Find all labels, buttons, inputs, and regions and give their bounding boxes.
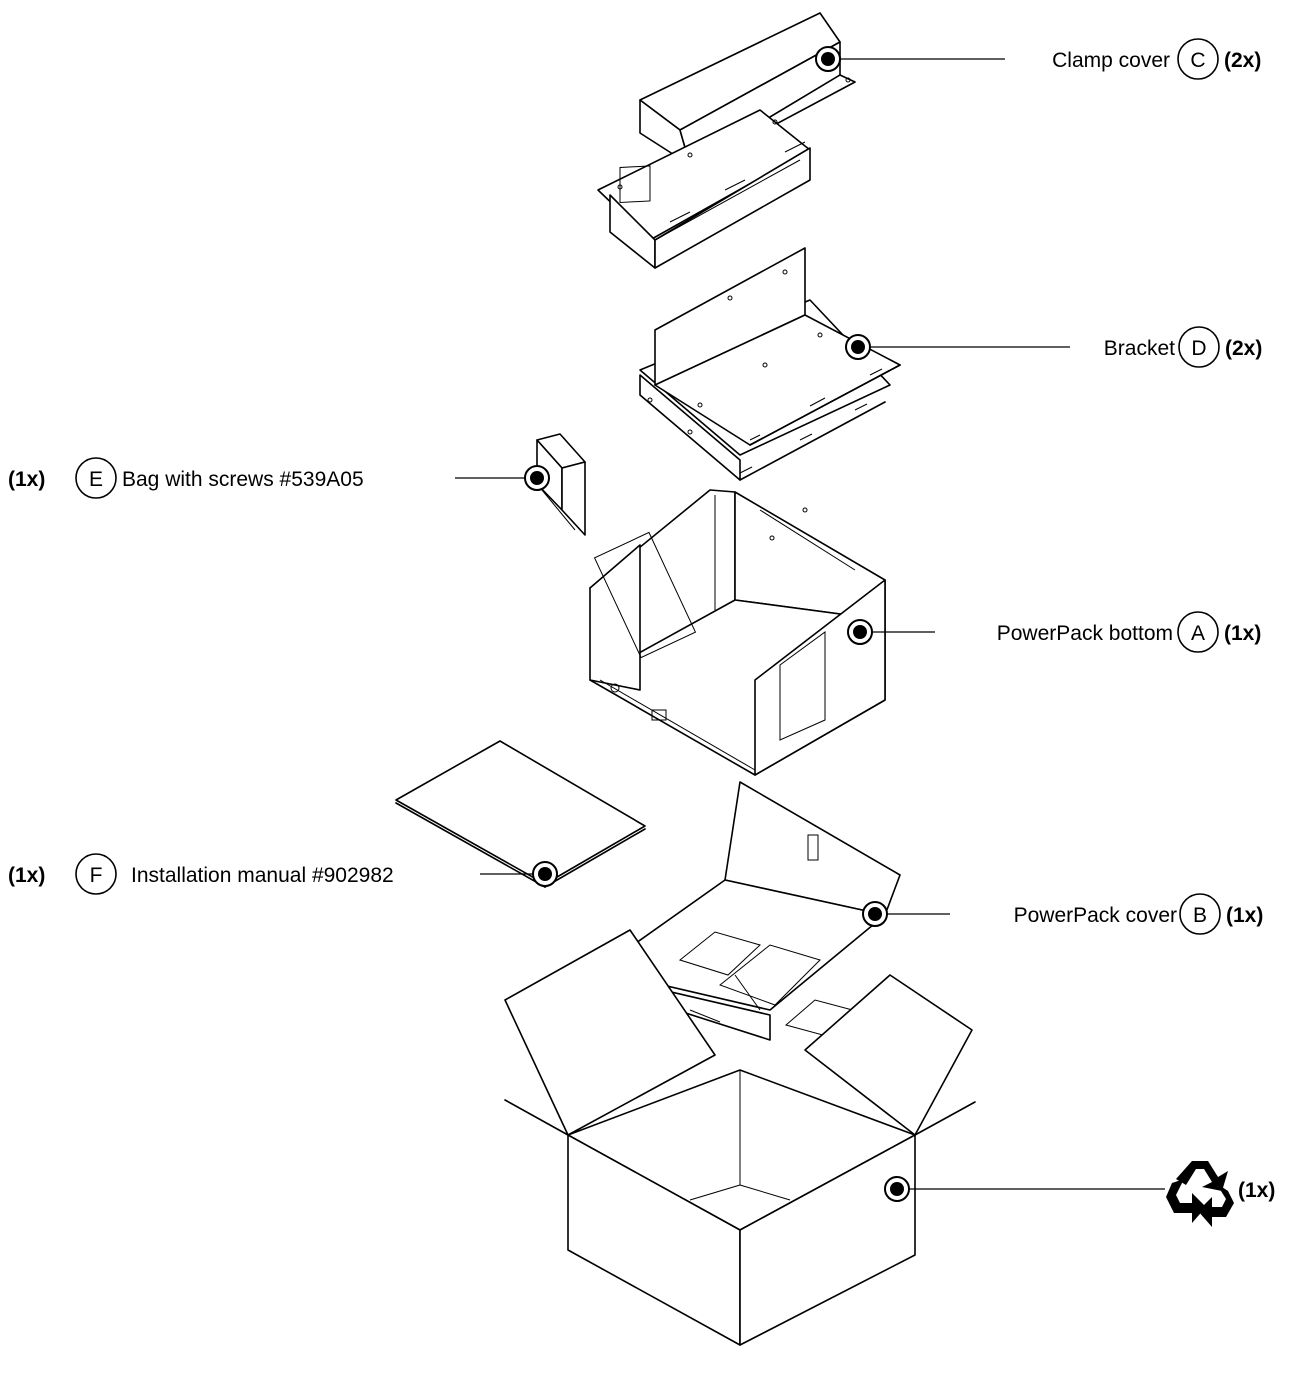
clamp-cover-drawing xyxy=(597,12,856,269)
bracket-letter-circle xyxy=(1178,326,1220,368)
powerpack-cover-qty: (1x) xyxy=(1226,904,1263,927)
label-bag-screws: (1x) E Bag with screws #539A05 xyxy=(8,457,364,499)
clamp-cover-letter: C xyxy=(1190,49,1205,72)
powerpack-cover-letter-circle xyxy=(1179,893,1221,935)
bracket-drawing xyxy=(639,247,901,481)
powerpack-cover-letter: B xyxy=(1193,904,1207,927)
bag-screws-letter-circle xyxy=(75,457,117,499)
callout-markers xyxy=(524,46,910,1202)
label-installation-manual: (1x) F Installation manual #902982 xyxy=(8,853,394,895)
powerpack-bottom-letter-circle xyxy=(1177,611,1219,653)
installation-manual-letter-circle xyxy=(75,853,117,895)
powerpack-cover-drawing xyxy=(597,781,901,1041)
installation-manual-name: Installation manual #902982 xyxy=(131,864,394,887)
bracket-name: Bracket xyxy=(1104,337,1175,360)
bag-screws-letter: E xyxy=(89,468,103,491)
installation-manual-qty: (1x) xyxy=(8,864,45,887)
powerpack-bottom-letter: A xyxy=(1191,622,1205,645)
label-powerpack-cover: PowerPack cover B (1x) xyxy=(1014,893,1263,935)
bag-screws-name: Bag with screws #539A05 xyxy=(122,468,364,491)
label-bracket: Bracket D (2x) xyxy=(1104,326,1262,368)
screw-bag-drawing xyxy=(536,433,586,536)
bag-screws-qty: (1x) xyxy=(8,468,45,491)
clamp-cover-letter-circle xyxy=(1177,38,1219,80)
label-clamp-cover: Clamp cover C (2x) xyxy=(1052,38,1261,80)
bracket-letter: D xyxy=(1191,337,1206,360)
recycle-icon xyxy=(1166,1161,1234,1227)
installation-manual-letter: F xyxy=(90,864,103,887)
label-powerpack-bottom: PowerPack bottom A (1x) xyxy=(997,611,1261,653)
bracket-qty: (2x) xyxy=(1225,337,1262,360)
label-box: (1x) xyxy=(1166,1161,1275,1227)
powerpack-bottom-drawing xyxy=(589,489,886,776)
box-qty: (1x) xyxy=(1238,1179,1275,1202)
open-box-drawing xyxy=(504,929,976,1346)
clamp-cover-name: Clamp cover xyxy=(1052,49,1170,72)
clamp-cover-qty: (2x) xyxy=(1224,49,1261,72)
installation-manual-drawing xyxy=(395,740,646,888)
powerpack-bottom-qty: (1x) xyxy=(1224,622,1261,645)
powerpack-bottom-name: PowerPack bottom xyxy=(997,622,1173,645)
powerpack-cover-name: PowerPack cover xyxy=(1014,904,1177,927)
